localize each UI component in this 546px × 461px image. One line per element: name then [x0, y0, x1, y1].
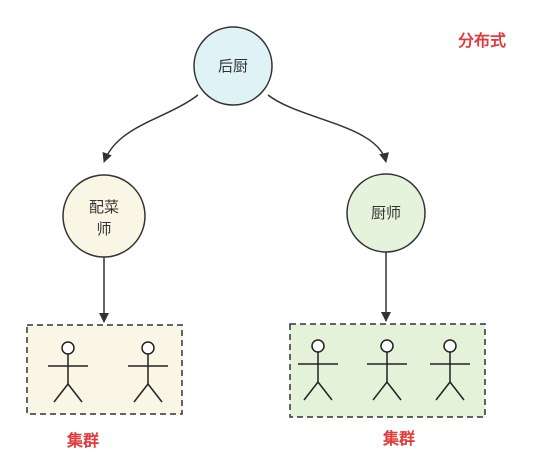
node-chef: 厨师: [346, 173, 426, 253]
node-chef-label: 厨师: [371, 204, 401, 222]
cluster-right: [289, 323, 486, 418]
node-prep-cook-label-line1: 配菜: [89, 198, 119, 216]
cluster-left-label: 集群: [66, 431, 99, 450]
distributed-label: 分布式: [458, 31, 506, 50]
person-icon: [298, 339, 338, 401]
person-icon: [48, 341, 88, 403]
node-prep-cook-circle: [62, 174, 146, 258]
cluster-left-box: [26, 324, 183, 415]
node-kitchen-circle: [193, 26, 273, 106]
edge-root-to-prep-cook: [102, 94, 199, 163]
node-chef-circle: [346, 173, 426, 253]
person-icon: [128, 341, 168, 403]
node-prep-cook-label-line2: 师: [96, 220, 111, 238]
edge-root-to-chef: [267, 94, 389, 163]
cluster-left: [26, 324, 183, 415]
person-icon: [430, 339, 470, 401]
svg-text:师: 师: [96, 220, 111, 238]
cluster-right-label: 集群: [382, 429, 415, 448]
node-prep-cook: 配菜 师: [62, 174, 146, 258]
svg-text:配菜: 配菜: [89, 198, 119, 216]
node-kitchen-label: 后厨: [218, 57, 248, 75]
node-kitchen: 后厨: [193, 26, 273, 106]
person-icon: [367, 339, 407, 401]
